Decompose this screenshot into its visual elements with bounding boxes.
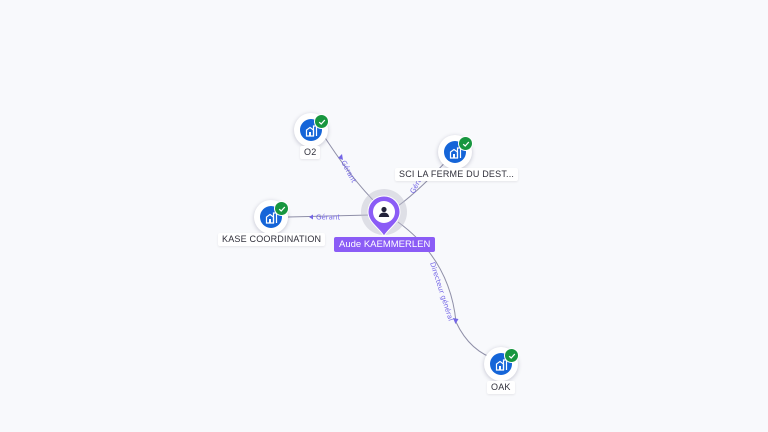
verified-check-icon xyxy=(458,136,473,151)
edge-oak-arrow xyxy=(453,318,459,324)
user-icon xyxy=(378,206,390,217)
company-label-o2[interactable]: O2 xyxy=(300,146,321,159)
edge-kase xyxy=(287,214,371,218)
edge-kase-arrow xyxy=(309,214,313,220)
edge-o2-label: Gérant xyxy=(339,159,357,184)
edge-o2-arrow xyxy=(338,154,343,160)
verified-check-icon xyxy=(314,114,329,129)
company-label-kase-coordination[interactable]: KASE COORDINATION xyxy=(218,233,326,246)
company-label-sci-la-ferme[interactable]: SCI LA FERME DU DEST... xyxy=(395,168,519,181)
company-halo xyxy=(254,200,288,234)
company-label-oak[interactable]: OAK xyxy=(487,381,515,394)
edge-o2 xyxy=(319,129,379,206)
verified-check-icon xyxy=(274,201,289,216)
person-label[interactable]: Aude KAEMMERLEN xyxy=(334,237,436,252)
verified-check-icon xyxy=(504,348,519,363)
person-node[interactable] xyxy=(366,194,402,238)
edge-kase-label: Gérant xyxy=(316,214,340,222)
